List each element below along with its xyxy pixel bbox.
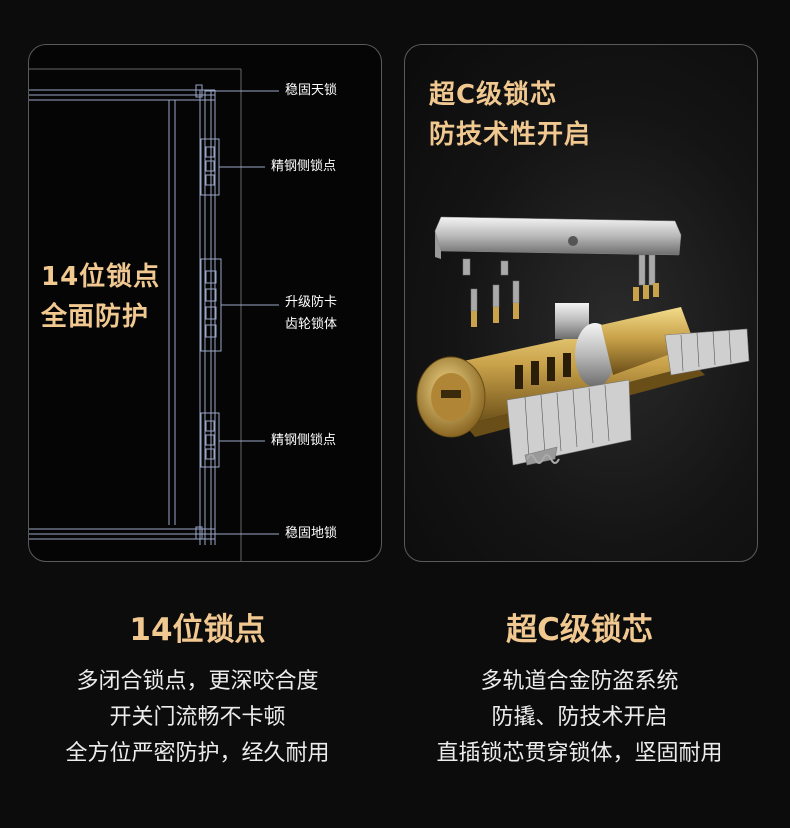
feature-title-lock-cylinder: 超C级锁芯 xyxy=(506,612,653,648)
lock-cylinder-panel: 超C级锁芯 防技术性开启 xyxy=(404,44,758,562)
lock-points-headline: 14位锁点 全面防护 xyxy=(41,262,161,332)
lock-cylinder-illustration xyxy=(416,216,750,466)
lock-cylinder-headline: 超C级锁芯 防技术性开启 xyxy=(429,80,592,150)
door-frame-diagram xyxy=(29,68,279,561)
pin-stack-rear xyxy=(664,328,750,376)
callout-side-lock-lower: 精钢侧锁点 xyxy=(271,433,337,448)
pin-stack-front xyxy=(506,379,632,466)
spring xyxy=(526,454,560,464)
feature-description-lock-cylinder: 多轨道合金防盗系统 防撬、防技术开启 直插锁芯贯穿锁体，坚固耐用 xyxy=(436,669,723,766)
feature-title-lock-points: 14位锁点 xyxy=(129,612,266,648)
callout-gear-lock-body: 升级防卡 齿轮锁体 xyxy=(285,295,338,332)
feature-description-lock-points: 多闭合锁点，更深咬合度 开关门流畅不卡顿 全方位严密防护，经久耐用 xyxy=(65,669,330,766)
screws xyxy=(462,254,656,312)
callout-top-lock: 稳固天锁 xyxy=(285,83,338,98)
steel-bar xyxy=(434,216,682,259)
callout-bottom-lock: 稳固地锁 xyxy=(285,526,338,541)
lock-points-panel: 14位锁点 全面防护 稳固天锁 精钢侧锁点 升级防卡 齿轮锁体 精钢侧锁点 稳固… xyxy=(28,44,382,562)
callout-side-lock-upper: 精钢侧锁点 xyxy=(271,159,337,174)
